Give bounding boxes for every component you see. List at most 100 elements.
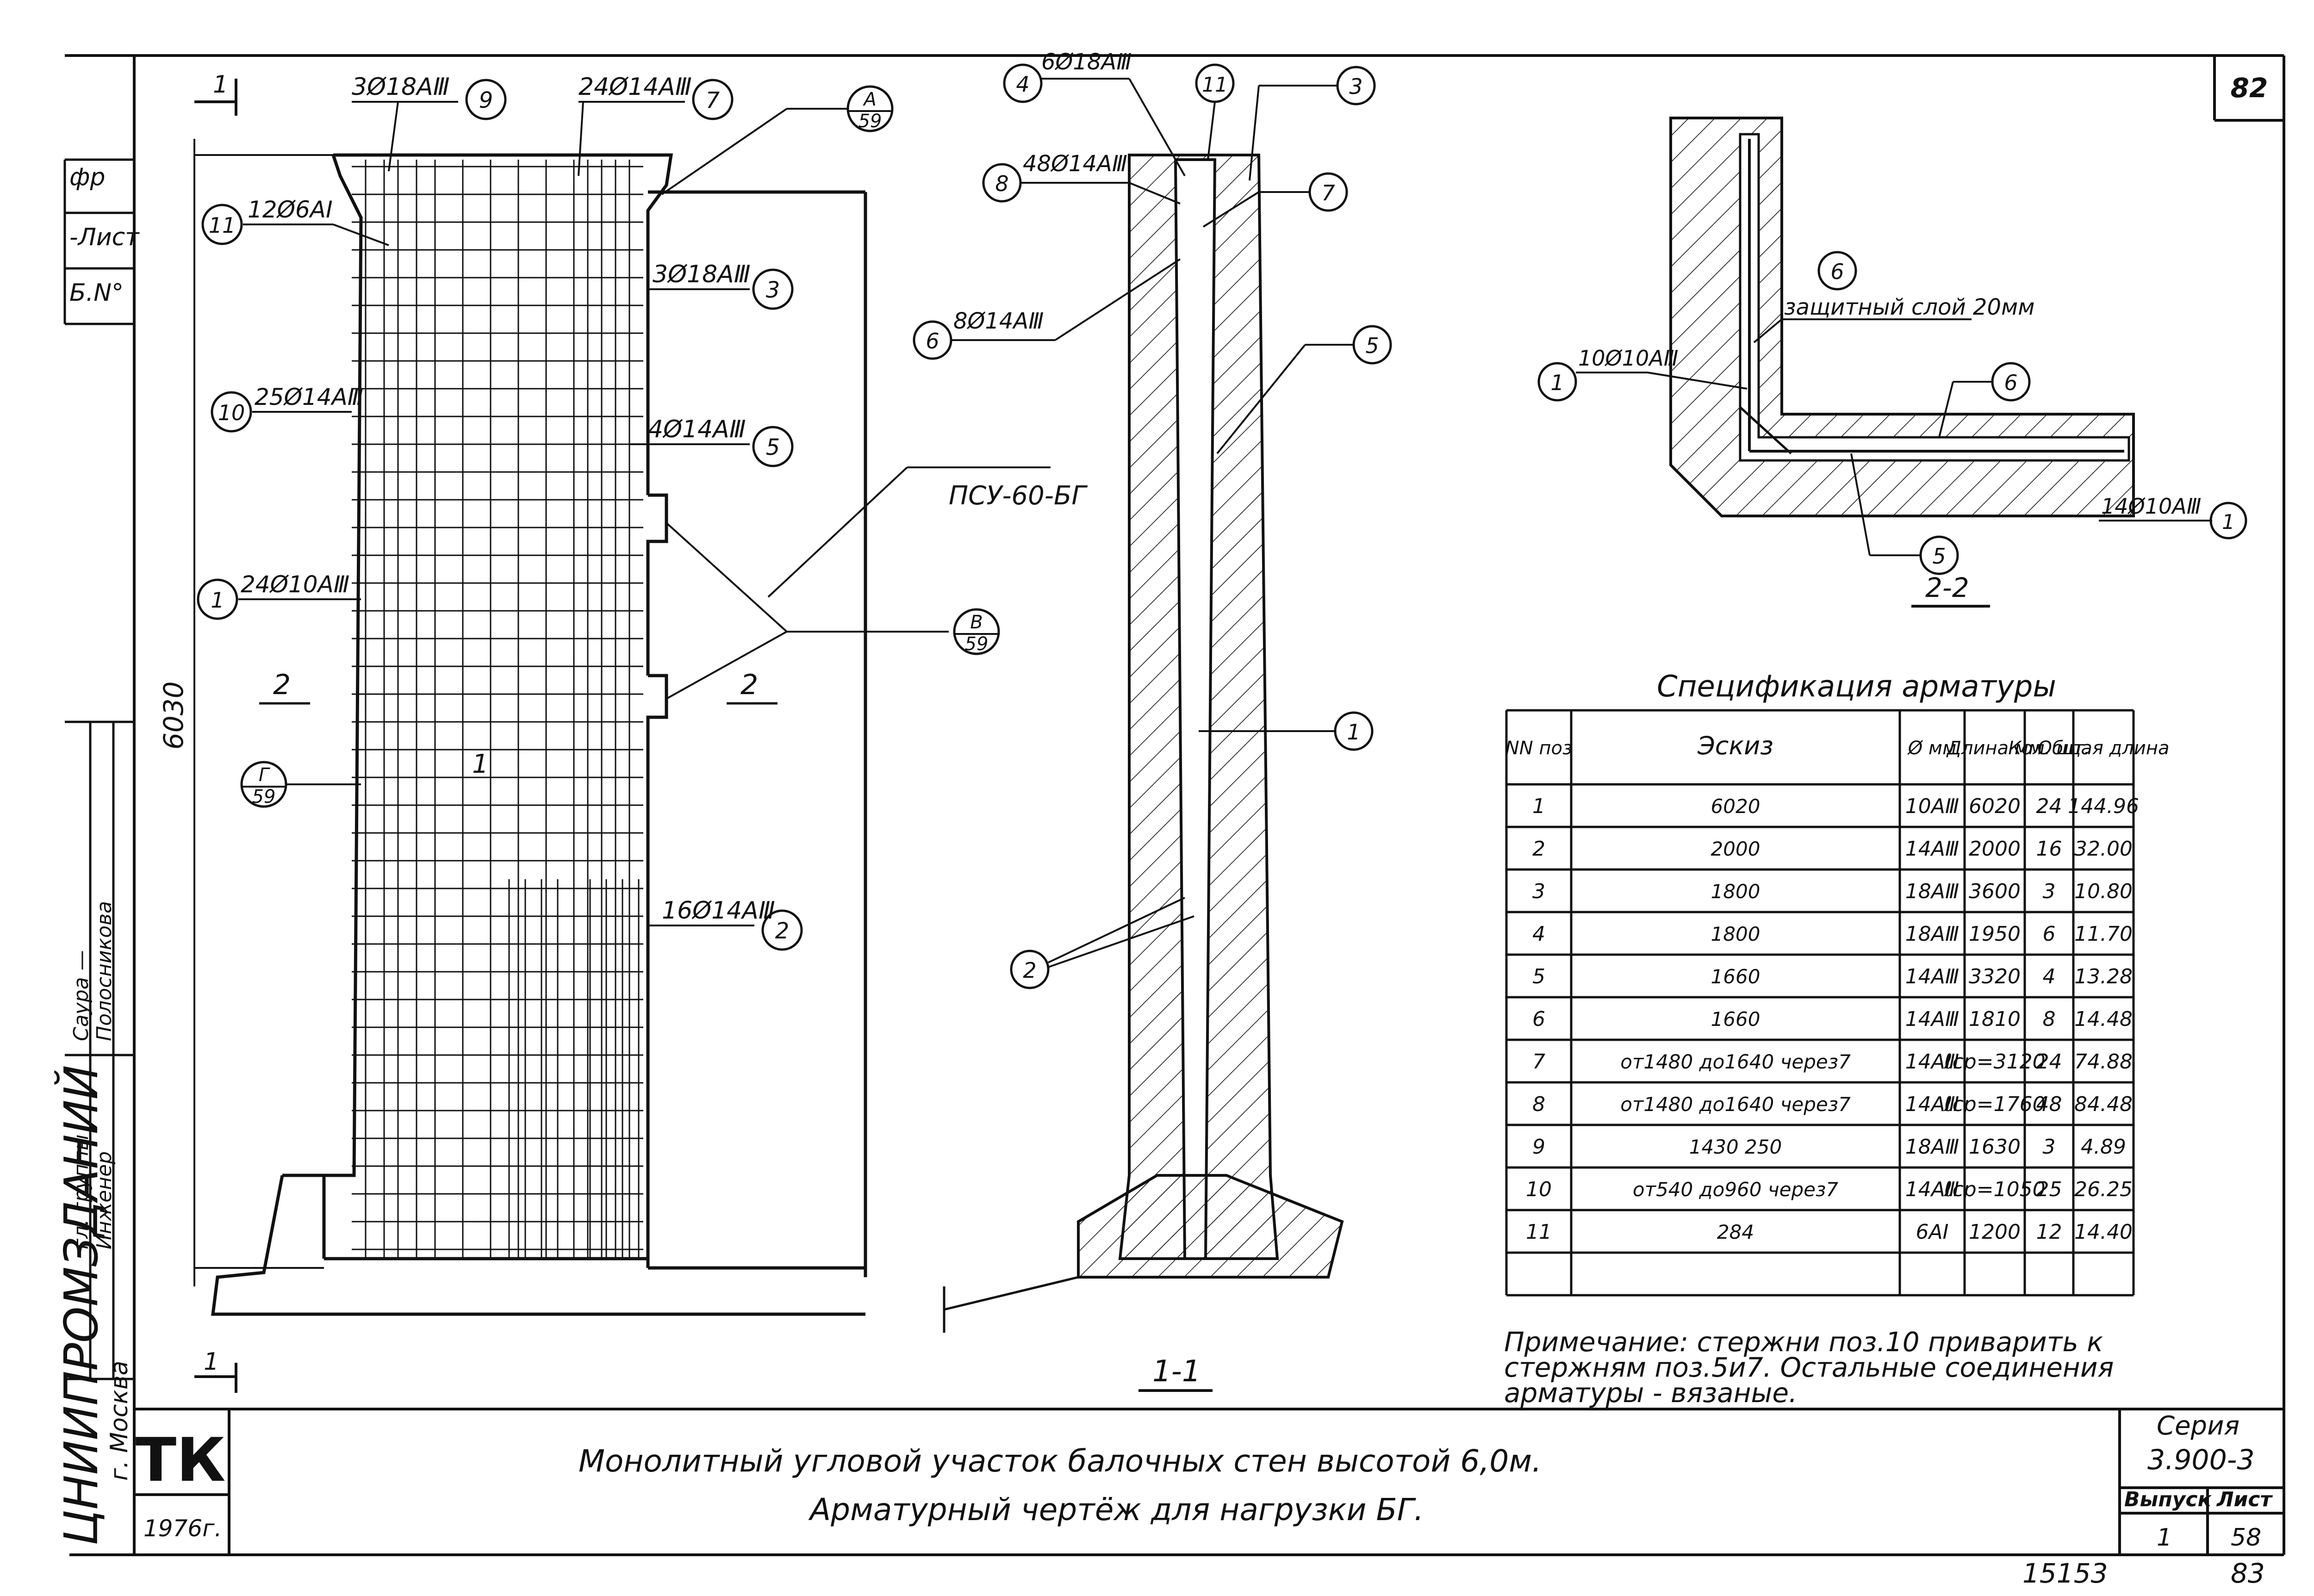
spec-cell: 8 xyxy=(2043,1007,2056,1031)
spec-cell: 48 xyxy=(2036,1093,2062,1116)
section-2-left-label: 2 xyxy=(273,669,291,701)
staff-name-2: Полосникова xyxy=(93,901,116,1041)
callout-10-text: 25Ø14АⅢ xyxy=(255,384,363,410)
spec-cell: 6020 xyxy=(1711,795,1760,818)
spec-cell: 14АⅢ xyxy=(1905,1178,1959,1201)
callout-7-text: 24Ø14АⅢ xyxy=(578,73,692,101)
callout-3-ref: 3 xyxy=(766,277,780,303)
spec-cell: 1 xyxy=(1532,795,1545,818)
title-block: ТК 1976г. Монолитный угловой участок бал… xyxy=(134,1409,2284,1589)
s11-callout-1-ref: 1 xyxy=(1347,720,1360,745)
height-dimension: 6030 xyxy=(158,681,189,750)
s11-callout-3: 3 xyxy=(1249,66,1376,181)
spec-cell: 144.96 xyxy=(2068,795,2139,818)
s11-callout-1: 1 xyxy=(1199,711,1374,751)
series-number: 3.900-3 xyxy=(2147,1444,2255,1476)
spec-cell: 1800 xyxy=(1711,880,1760,903)
spec-cell: 1800 xyxy=(1711,923,1760,945)
spec-cell: от1480 до1640 через7 xyxy=(1620,1093,1851,1116)
org-name-vertical: ЦНИИПРОМЗДАНИЙ xyxy=(54,1065,108,1546)
spec-cell: 5 xyxy=(1532,965,1545,988)
s22-callout-1-right-ref: 1 xyxy=(2222,510,2235,534)
spec-cell: 1950 xyxy=(1969,922,2021,946)
title-year: 1976г. xyxy=(143,1515,222,1542)
s22-callout-6-right: 6 xyxy=(1938,362,2031,438)
node-ref-B-top: В xyxy=(970,612,983,633)
section-1-1-footing xyxy=(1077,1174,1344,1279)
page-number: 83 xyxy=(2231,1558,2265,1589)
section-2-2-core xyxy=(1739,133,2130,462)
spec-cell: 11 xyxy=(1526,1220,1552,1244)
s11-callout-3-ref: 3 xyxy=(1349,74,1362,99)
s22-callout-1-right-text: 14Ø10АⅢ xyxy=(2101,494,2201,519)
spec-cell: 1660 xyxy=(1711,965,1760,988)
node-ref-A-top: А xyxy=(862,89,876,110)
unit-leader xyxy=(666,466,1051,700)
spec-cell: 10 xyxy=(1526,1178,1552,1201)
callout-9: 3Ø18АⅢ 9 xyxy=(352,73,507,172)
spec-cell: 18АⅢ xyxy=(1905,1135,1959,1159)
stamp-label-3: Б.N° xyxy=(69,279,124,307)
s11-callout-7-ref: 7 xyxy=(1321,180,1335,205)
callout-10: 10 25Ø14АⅢ xyxy=(211,384,363,433)
s11-callout-6-text: 8Ø14АⅢ xyxy=(953,308,1044,334)
callout-11-text: 12Ø6АI xyxy=(248,196,333,223)
callout-3-text: 3Ø18АⅢ xyxy=(653,261,751,288)
s11-callout-8-ref: 8 xyxy=(995,171,1008,196)
s11-callout-8-text: 48Ø14АⅢ xyxy=(1023,151,1127,177)
spec-cell: 14.40 xyxy=(2074,1220,2133,1244)
spec-cell: 284 xyxy=(1717,1221,1754,1243)
spec-cell: 3600 xyxy=(1969,880,2021,903)
spec-cell: 14.48 xyxy=(2074,1007,2133,1031)
spec-cell: 13.28 xyxy=(2074,965,2133,988)
spec-cell: 4 xyxy=(1532,922,1545,946)
callout-7: 24Ø14АⅢ 7 xyxy=(578,73,734,176)
s22-cover-note: защитный слой 20мм xyxy=(1784,294,2034,320)
spec-header-cell: Общая длина xyxy=(2038,738,2170,759)
s22-callout-6-top-ref: 6 xyxy=(1830,259,1844,284)
note-block: Примечание: стержни поз.10 приварить к с… xyxy=(1504,1326,2114,1409)
s22-callout-1-right: 14Ø10АⅢ 1 xyxy=(2099,494,2247,540)
spec-cell: 2000 xyxy=(1711,838,1760,860)
sheet-number: 82 xyxy=(2231,72,2268,104)
stamp-label-2: -Лист xyxy=(69,224,140,251)
s22-callout-1-left-ref: 1 xyxy=(1550,370,1564,395)
rebar-grid xyxy=(352,160,643,1259)
spec-cell: 1810 xyxy=(1969,1007,2021,1031)
wall-outline xyxy=(211,153,867,1316)
spec-cell: 3 xyxy=(1532,880,1545,903)
staff-role-2: Инженер xyxy=(93,1151,116,1249)
s22-callout-5: 5 xyxy=(1850,453,1959,575)
title-line-2: Арматурный чертёж для нагрузки БГ. xyxy=(808,1492,1424,1528)
spec-cell: 25 xyxy=(2036,1178,2062,1201)
s11-callout-4-text: 6Ø18АⅢ xyxy=(1041,49,1132,75)
section-1-1-title: 1-1 xyxy=(1152,1354,1201,1389)
s22-rebar-corner xyxy=(1739,406,1792,454)
sheet-number-tb: 58 xyxy=(2231,1524,2261,1552)
callout-2: 16Ø14АⅢ 2 xyxy=(648,897,803,951)
spec-cell: 26.25 xyxy=(2074,1178,2133,1201)
spec-cell: 6АI xyxy=(1916,1220,1948,1244)
spec-cell: 1200 xyxy=(1969,1220,2021,1244)
elevation-view: 1 1 6030 2 2 1 xyxy=(158,71,1088,1393)
sheet-label: Лист xyxy=(2216,1488,2273,1511)
staff-name-1: Саура — xyxy=(69,950,93,1041)
note-line-2: стержням поз.5и7. Остальные соединения xyxy=(1504,1352,2114,1383)
spec-header-cell: Эскиз xyxy=(1697,731,1773,760)
spec-cell: от540 до960 через7 xyxy=(1633,1178,1838,1201)
s22-callout-6-right-ref: 6 xyxy=(2004,370,2017,395)
s22-callout-1-left-text: 10Ø10АⅢ xyxy=(1578,346,1678,371)
s11-callout-4-ref: 4 xyxy=(1016,72,1029,97)
callout-7-ref: 7 xyxy=(706,87,720,113)
spec-cell: 4 xyxy=(2043,965,2056,988)
callout-1: 1 24Ø10АⅢ xyxy=(197,571,361,620)
spec-cell: 3320 xyxy=(1969,965,2021,988)
node-ref-G: Г 59 xyxy=(240,761,361,808)
s11-callout-5: 5 xyxy=(1216,325,1392,454)
side-stamp xyxy=(63,158,134,1380)
center-mark: 1 xyxy=(472,749,489,779)
callout-5-text: 4Ø14АⅢ xyxy=(648,416,746,443)
spec-cell: 14АⅢ xyxy=(1905,965,1959,988)
sheet-frame xyxy=(65,54,2285,1556)
